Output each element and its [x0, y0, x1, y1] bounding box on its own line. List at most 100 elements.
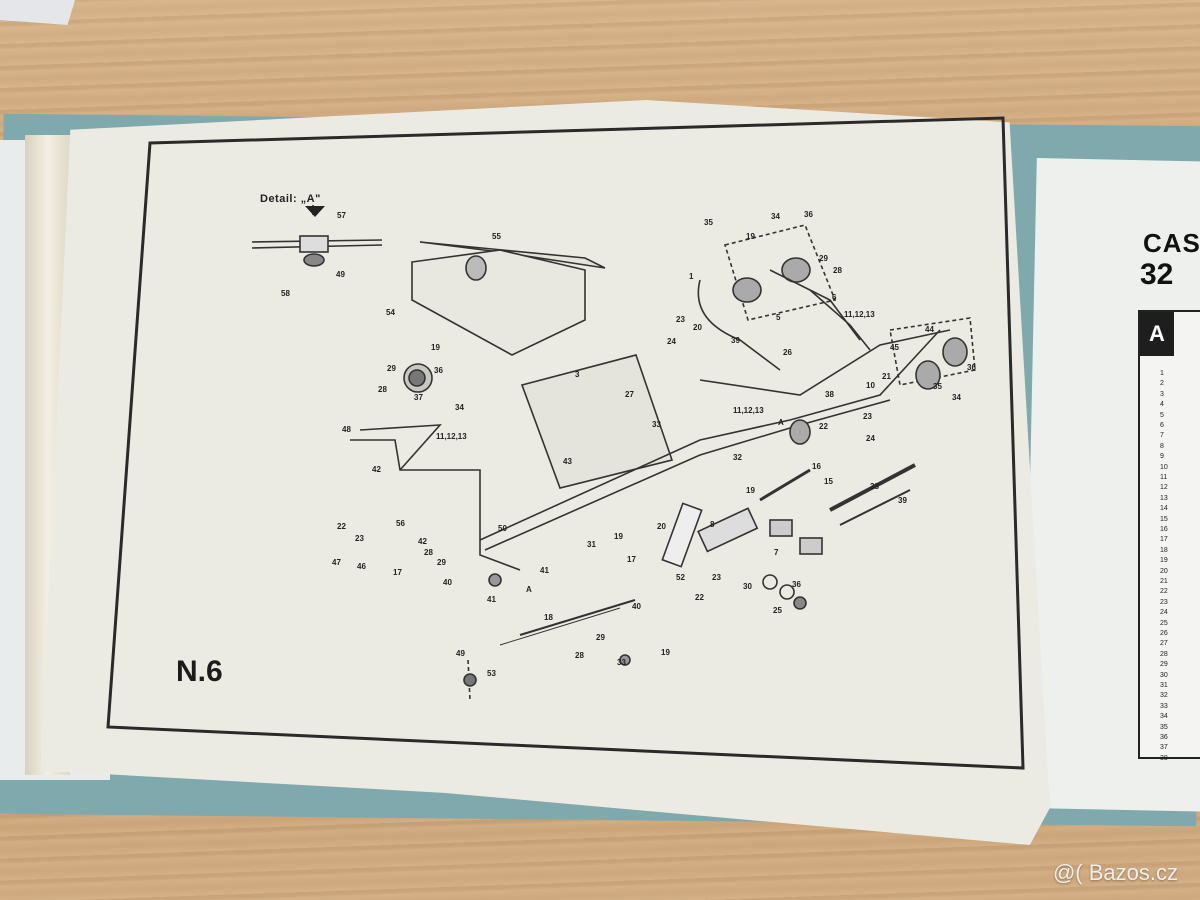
- part-number-p15: 15: [824, 477, 833, 486]
- right-page-title: CAS: [1143, 228, 1200, 258]
- parts-table-row-number: 11: [1160, 474, 1168, 481]
- part-number-p1: 1: [689, 272, 694, 281]
- parts-table-row-number: 16: [1160, 526, 1168, 533]
- part-number-p34c: 34: [952, 393, 961, 402]
- part-number-p46: 46: [357, 562, 366, 571]
- part-number-p19e: 19: [661, 648, 670, 657]
- part-number-p40a: 40: [443, 578, 452, 587]
- part-number-p33b: 33: [617, 658, 626, 667]
- part-number-p20a: 20: [693, 323, 702, 332]
- part-number-p23d: 23: [712, 573, 721, 582]
- parts-table-row-number: 8: [1160, 442, 1164, 450]
- parts-table-row-number: 34: [1160, 713, 1168, 721]
- part-number-pA2: A: [526, 585, 532, 594]
- part-number-p31: 31: [587, 540, 596, 549]
- parts-table-row-number: 12: [1160, 484, 1168, 492]
- part-number-p23a: 23: [676, 315, 685, 324]
- part-number-p29c: 29: [437, 558, 446, 567]
- part-number-p22c: 22: [695, 593, 704, 602]
- parts-table-row-number: 7: [1160, 432, 1164, 440]
- parts-table-row-number: 3: [1160, 390, 1164, 398]
- part-number-p21: 21: [882, 372, 891, 381]
- part-number-p19c: 19: [746, 486, 755, 495]
- part-number-p17b: 17: [627, 555, 636, 564]
- part-number-p55: 55: [492, 232, 501, 241]
- paper-corner: [0, 0, 75, 25]
- part-number-p33a: 33: [652, 420, 661, 429]
- part-number-p34a: 34: [455, 403, 464, 412]
- parts-table-row-number: 5: [1160, 411, 1164, 419]
- part-number-p38a: 38: [825, 390, 834, 399]
- part-number-p38b: 38: [870, 482, 879, 491]
- parts-table-row-number: 38: [1160, 754, 1168, 762]
- part-number-p49a: 49: [336, 270, 345, 279]
- parts-table-row-number: 10: [1160, 463, 1168, 471]
- part-number-p25: 25: [773, 606, 782, 615]
- part-number-p41b: 41: [540, 566, 549, 575]
- part-number-p52: 52: [676, 573, 685, 582]
- parts-table-row-number: 33: [1160, 702, 1168, 710]
- parts-table-row-number: 35: [1160, 723, 1168, 731]
- parts-table-row-number: 18: [1160, 546, 1168, 554]
- parts-table-row-number: 2: [1160, 380, 1164, 388]
- part-number-p1112b: 11,12,13: [844, 310, 875, 319]
- parts-table-row-number: 26: [1160, 630, 1168, 637]
- parts-table-row-number: 4: [1160, 401, 1164, 409]
- part-number-p7: 7: [774, 548, 779, 557]
- part-number-p48: 48: [342, 425, 351, 434]
- part-number-p1112c: 11,12,13: [733, 406, 764, 415]
- parts-table-row-number: 25: [1160, 619, 1168, 627]
- part-number-p56: 56: [396, 519, 405, 528]
- parts-table-row-number: 6: [1160, 422, 1164, 429]
- parts-table-row-number: 21: [1160, 578, 1168, 585]
- parts-table-row-number: 29: [1160, 661, 1168, 669]
- part-number-p36b: 36: [804, 210, 813, 219]
- part-number-p29d: 29: [596, 633, 605, 642]
- parts-table-row-number: 36: [1160, 734, 1168, 741]
- part-number-p10: 10: [866, 381, 875, 390]
- part-number-p41a: 41: [487, 595, 496, 604]
- part-number-p32: 32: [733, 453, 742, 462]
- part-number-p34b: 34: [771, 212, 780, 221]
- parts-table-row-number: 20: [1160, 567, 1168, 575]
- plate-label: N.6: [176, 655, 223, 688]
- parts-table-row-number: 23: [1160, 598, 1168, 606]
- part-number-p19a: 19: [431, 343, 440, 352]
- part-number-p19b: 19: [746, 232, 755, 241]
- part-number-p43: 43: [563, 457, 572, 466]
- part-number-p20b: 20: [657, 522, 666, 531]
- part-number-p42b: 42: [418, 537, 427, 546]
- part-number-p24a: 24: [667, 337, 676, 346]
- parts-table-row-number: 32: [1160, 692, 1168, 700]
- parts-table-header: A: [1140, 312, 1174, 356]
- parts-table-row-number: 27: [1160, 640, 1168, 648]
- part-number-p29b: 29: [819, 254, 828, 263]
- part-number-p49b: 49: [456, 649, 465, 658]
- part-number-p53: 53: [487, 669, 496, 678]
- part-number-p8: 8: [710, 520, 715, 529]
- part-number-p58: 58: [281, 289, 290, 298]
- parts-table-row-number: 15: [1160, 515, 1168, 523]
- detail-label: Detail: „A": [260, 193, 321, 205]
- part-number-p3: 3: [575, 370, 580, 379]
- part-number-p35a: 35: [704, 218, 713, 227]
- part-number-p45: 45: [890, 343, 899, 352]
- part-number-p40b: 40: [632, 602, 641, 611]
- part-number-p23b: 23: [863, 412, 872, 421]
- parts-table-row-number: 17: [1160, 536, 1168, 544]
- part-number-p37a: 37: [414, 393, 423, 402]
- part-number-p24b: 24: [866, 434, 875, 443]
- right-page-title-number: 32: [1140, 258, 1174, 291]
- parts-table-row-number: 22: [1160, 588, 1168, 596]
- parts-table-row-number: 31: [1160, 682, 1168, 689]
- part-number-p36c: 36: [967, 363, 976, 372]
- parts-table-row-number: 19: [1160, 557, 1168, 565]
- part-number-p26: 26: [783, 348, 792, 357]
- part-number-p39b: 39: [898, 496, 907, 505]
- part-number-p23c: 23: [355, 534, 364, 543]
- manual-page: [40, 100, 1050, 845]
- part-number-p28a: 28: [378, 385, 387, 394]
- part-number-p39a: 39: [731, 336, 740, 345]
- part-number-p36d: 36: [792, 580, 801, 589]
- parts-table-row-number: 24: [1160, 609, 1168, 617]
